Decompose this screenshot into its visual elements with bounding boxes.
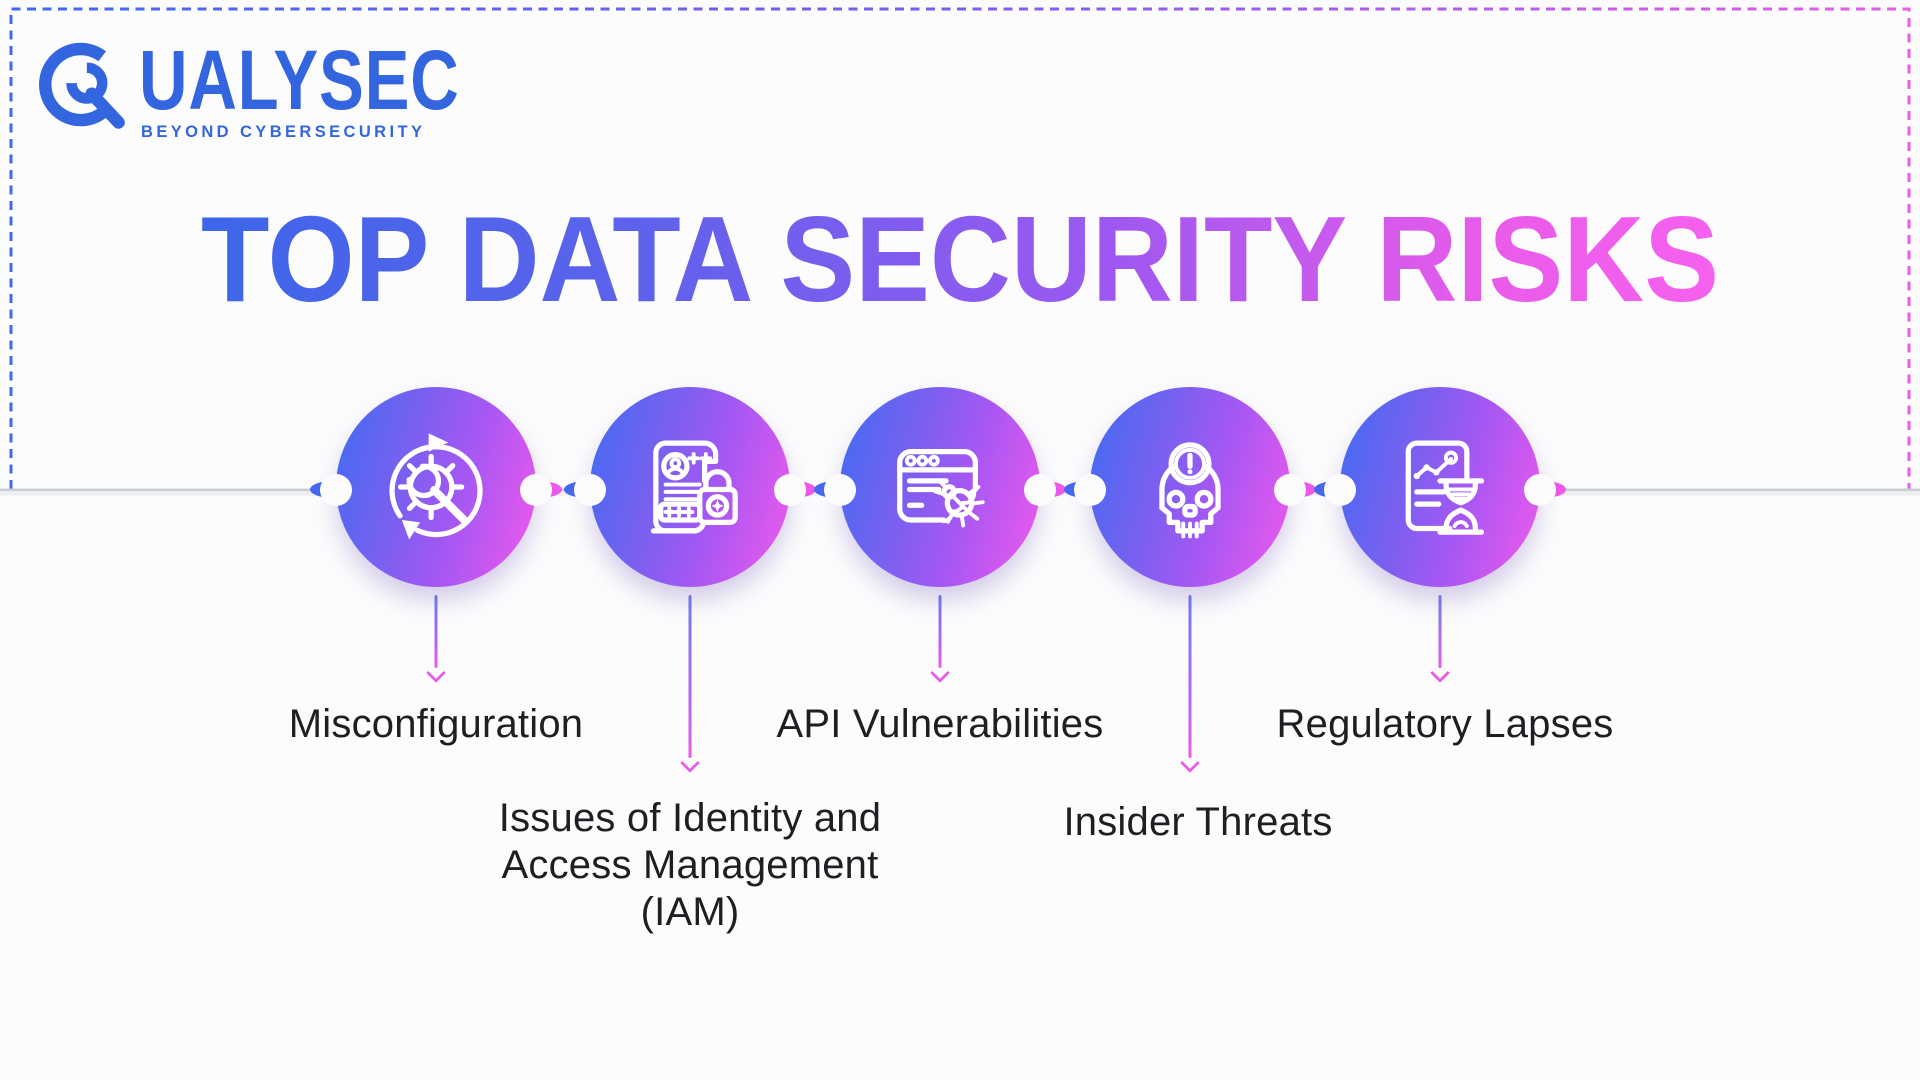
skull-warning-icon — [1159, 442, 1221, 539]
badge-notch — [1274, 474, 1306, 506]
badge-notch — [1074, 474, 1106, 506]
badge-circle — [1090, 387, 1290, 587]
connector-arrow-misconfiguration — [426, 595, 446, 683]
connector-arrow-insider — [1180, 595, 1200, 773]
connector-arrow-regulatory — [1430, 595, 1450, 683]
risk-label-insider: Insider Threats — [1063, 800, 1333, 844]
risk-badge-iam — [564, 387, 816, 587]
arrow-head-icon — [426, 663, 446, 683]
badge-notch — [320, 474, 352, 506]
arrow-head-icon — [930, 663, 950, 683]
risk-badge-misconfiguration — [310, 387, 562, 587]
identity-access-document-lock-icon — [650, 440, 738, 534]
misconfiguration-gear-wrench-icon — [389, 433, 483, 540]
arrow-head-icon — [1180, 753, 1200, 773]
arrow-shaft — [1188, 595, 1192, 758]
connector-arrow-api — [930, 595, 950, 683]
risk-label-misconfiguration: Misconfiguration — [288, 702, 584, 746]
risk-badge-insider — [1064, 387, 1316, 587]
page-title: TOP DATA SECURITY RISKS — [201, 191, 1719, 327]
risk-badge-regulatory — [1314, 387, 1566, 587]
badge-notch — [574, 474, 606, 506]
arrow-shaft — [434, 595, 438, 668]
arrow-shaft — [688, 595, 692, 758]
risk-badge-api — [814, 387, 1066, 587]
badge-notch — [824, 474, 856, 506]
arrow-shaft — [938, 595, 942, 668]
badge-circle — [1340, 387, 1540, 587]
arrow-shaft — [1438, 595, 1442, 668]
brand-tagline: BEYOND CYBERSECURITY — [141, 122, 426, 141]
brand-wordmark: UALYSEC — [139, 33, 460, 127]
badge-notch — [1524, 474, 1556, 506]
badge-notch — [774, 474, 806, 506]
badge-notch — [1024, 474, 1056, 506]
brand-logo: UALYSEC BEYOND CYBERSECURITY — [36, 38, 540, 142]
report-hourglass-icon — [1405, 440, 1485, 535]
arrow-head-icon — [680, 753, 700, 773]
badge-circle — [840, 387, 1040, 587]
arrow-head-icon — [1430, 663, 1450, 683]
badge-circle — [590, 387, 790, 587]
dashed-border — [9, 7, 1911, 489]
risk-label-regulatory: Regulatory Lapses — [1276, 702, 1614, 746]
risk-label-iam: Issues of Identity and Access Management… — [498, 796, 882, 935]
browser-bug-icon — [897, 448, 985, 528]
q-logo-icon — [39, 42, 125, 129]
brand-text-block: UALYSEC BEYOND CYBERSECURITY — [139, 33, 540, 142]
risk-label-api: API Vulnerabilities — [776, 702, 1104, 746]
connector-arrow-iam — [680, 595, 700, 773]
badge-notch — [1324, 474, 1356, 506]
badge-notch — [520, 474, 552, 506]
